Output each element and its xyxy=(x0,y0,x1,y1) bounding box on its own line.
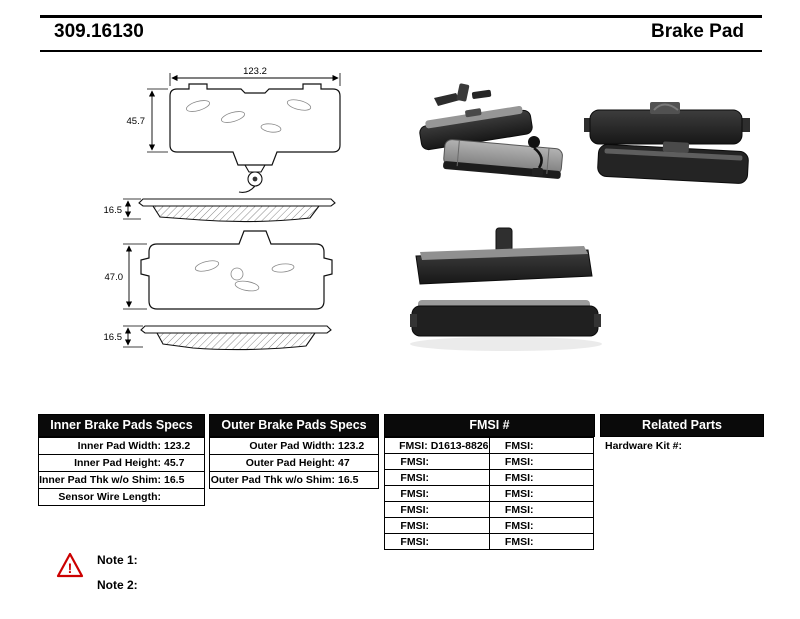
outer-pad-side-view xyxy=(140,325,332,334)
fmsi-cell: FMSI: xyxy=(488,453,594,470)
fmsi-label: FMSI: xyxy=(504,519,534,532)
spec-value: 47 xyxy=(338,457,350,469)
outer-specs-header: Outer Brake Pads Specs xyxy=(209,414,379,437)
table-row: FMSI: FMSI: xyxy=(384,469,595,486)
fmsi-cell: FMSI: D1613-8826 xyxy=(384,437,490,454)
spec-value: 16.5 xyxy=(164,474,185,486)
table-row: FMSI: FMSI: xyxy=(384,501,595,518)
fmsi-cell: FMSI: xyxy=(488,485,594,502)
fmsi-label: FMSI: xyxy=(400,487,429,500)
part-number: 309.16130 xyxy=(54,21,144,42)
inner-specs-header: Inner Brake Pads Specs xyxy=(38,414,205,437)
table-row: FMSI: D1613-8826 FMSI: xyxy=(384,437,595,454)
related-parts-table: Related Parts Hardware Kit #: xyxy=(600,414,764,454)
fmsi-cell: FMSI: xyxy=(488,469,594,486)
table-row: Inner Pad Width: 123.2 xyxy=(38,437,205,455)
inner-pad-front-view xyxy=(169,83,341,166)
related-parts-header: Related Parts xyxy=(600,414,764,437)
table-row: FMSI: FMSI: xyxy=(384,453,595,470)
fmsi-cell: FMSI: xyxy=(488,437,594,454)
fmsi-label: FMSI: xyxy=(504,455,534,468)
dim-pad1-width: 123.2 xyxy=(243,66,267,77)
fmsi-cell: FMSI: xyxy=(488,533,594,550)
warning-icon: ! xyxy=(56,552,84,578)
spec-value: 45.7 xyxy=(164,457,185,469)
inner-pad-side-view xyxy=(138,198,336,207)
spec-label: Outer Pad Width: xyxy=(249,440,335,452)
fmsi-label: FMSI: xyxy=(399,439,428,452)
related-label: Hardware Kit #: xyxy=(605,439,683,452)
dim-pad2-height: 47.0 xyxy=(105,272,124,283)
spec-label: Inner Pad Thk w/o Shim: xyxy=(39,474,161,486)
fmsi-label: FMSI: xyxy=(504,439,534,452)
fmsi-label: FMSI: xyxy=(504,503,534,516)
note-2: Note 2: xyxy=(97,578,138,592)
fmsi-cell: FMSI: xyxy=(384,533,490,550)
wear-sensor-detail xyxy=(244,164,266,173)
fmsi-label: FMSI: xyxy=(400,455,429,468)
dim-pad1-thickness: 16.5 xyxy=(104,205,123,216)
product-type-title: Brake Pad xyxy=(651,21,744,42)
header-bottom-rule xyxy=(40,50,762,52)
table-row: Outer Pad Width: 123.2 xyxy=(209,437,379,455)
spec-label: Inner Pad Width: xyxy=(77,440,161,452)
fmsi-table: FMSI # FMSI: D1613-8826 FMSI: FMSI: FMSI… xyxy=(384,414,595,550)
outer-specs-table: Outer Brake Pads Specs Outer Pad Width: … xyxy=(209,414,379,489)
fmsi-label: FMSI: xyxy=(400,519,429,532)
fmsi-label: FMSI: xyxy=(504,535,534,548)
technical-drawing: 123.2 45.7 16.5 47.0 xyxy=(104,66,341,351)
fmsi-header: FMSI # xyxy=(384,414,595,437)
outer-pad-front-view xyxy=(140,230,333,310)
fmsi-label: FMSI: xyxy=(400,471,429,484)
dim-pad1-height: 45.7 xyxy=(127,116,146,127)
table-row: FMSI: FMSI: xyxy=(384,533,595,550)
table-row: Outer Pad Height: 47 xyxy=(209,454,379,472)
spec-label: Outer Pad Thk w/o Shim: xyxy=(210,474,335,486)
table-row: Inner Pad Height: 45.7 xyxy=(38,454,205,472)
notes-section: ! Note 1: Note 2: xyxy=(56,552,138,592)
fmsi-value: D1613-8826 xyxy=(430,439,489,452)
spec-label: Inner Pad Height: xyxy=(74,457,161,469)
spec-value: 123.2 xyxy=(338,440,365,452)
photo-pads-backing-view xyxy=(584,102,750,184)
spec-value: 123.2 xyxy=(164,440,191,452)
fmsi-cell: FMSI: xyxy=(384,469,490,486)
inner-specs-table: Inner Brake Pads Specs Inner Pad Width: … xyxy=(38,414,205,506)
fmsi-cell: FMSI: xyxy=(384,453,490,470)
spec-tables: Inner Brake Pads Specs Inner Pad Width: … xyxy=(0,414,800,574)
fmsi-label: FMSI: xyxy=(504,471,534,484)
fmsi-cell: FMSI: xyxy=(384,501,490,518)
fmsi-cell: FMSI: xyxy=(384,485,490,502)
fmsi-label: FMSI: xyxy=(400,503,429,516)
fmsi-cell: FMSI: xyxy=(488,501,594,518)
spec-value: 16.5 xyxy=(338,474,359,486)
table-row: Sensor Wire Length: xyxy=(38,488,205,506)
note-1: Note 1: xyxy=(97,553,138,567)
table-row: Inner Pad Thk w/o Shim: 16.5 xyxy=(38,471,205,489)
photo-pad-assembly xyxy=(410,227,602,351)
dim-pad2-thickness: 16.5 xyxy=(104,332,123,343)
photo-pads-with-sensor xyxy=(419,83,563,179)
fmsi-label: FMSI: xyxy=(400,535,429,548)
warning-glyph: ! xyxy=(68,560,73,576)
header-top-rule xyxy=(40,15,762,18)
table-row: Hardware Kit #: xyxy=(600,437,764,454)
fmsi-cell: FMSI: xyxy=(384,517,490,534)
table-row: Outer Pad Thk w/o Shim: 16.5 xyxy=(209,471,379,489)
spec-label: Sensor Wire Length: xyxy=(58,491,161,503)
fmsi-cell: FMSI: xyxy=(488,517,594,534)
fmsi-label: FMSI: xyxy=(504,487,534,500)
product-photos xyxy=(410,83,750,351)
spec-label: Outer Pad Height: xyxy=(245,457,335,469)
note-list: Note 1: Note 2: xyxy=(97,552,138,592)
table-row: FMSI: FMSI: xyxy=(384,485,595,502)
table-row: FMSI: FMSI: xyxy=(384,517,595,534)
